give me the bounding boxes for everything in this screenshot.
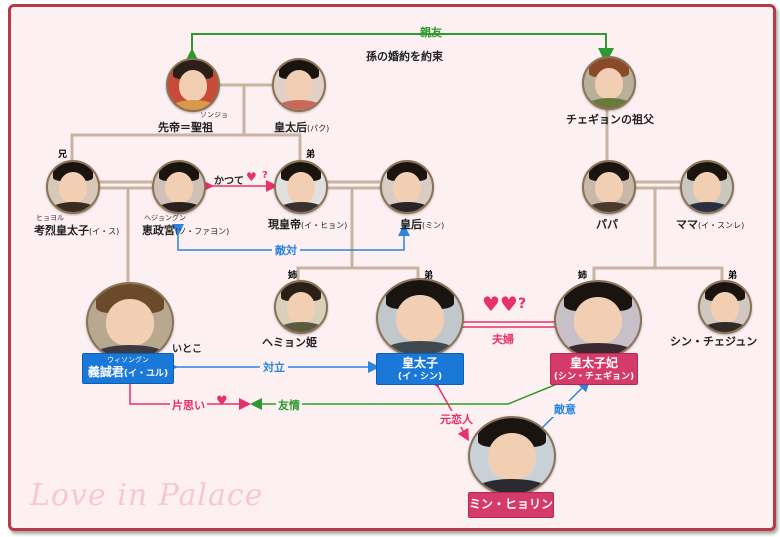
emperor-name: 現皇帝(イ・ヒョン) [268, 218, 348, 231]
once-question-mark: ? [262, 170, 268, 181]
late-prince-portrait [46, 160, 100, 214]
older-brother-label: 兄 [58, 150, 68, 160]
grand-empress-portrait [272, 58, 326, 112]
hyejeong-name: 恵政宮(ソ・ファヨン) [142, 224, 230, 237]
heart-icon: ♥ [216, 394, 228, 409]
younger-brother-label: 弟 [306, 150, 316, 160]
yul-name-box[interactable]: ウィソングン 義誠君(イ・ユル) [82, 353, 174, 384]
emperor-portrait [274, 160, 328, 214]
best-friend-arrow [184, 33, 614, 64]
grand-empress-name: 皇太后(パク) [274, 121, 330, 134]
mama-name: ママ(イ・スンレ) [676, 218, 745, 231]
princess-sub: (シン・チェギョン) [553, 372, 635, 382]
shin-chaejun-name: シン・チェジュン [670, 335, 758, 348]
crown-prince-sub: (イ・シン) [397, 372, 443, 382]
papa-portrait [582, 160, 636, 214]
friendship-label: 友情 [276, 397, 302, 413]
hyemyeong-portrait [274, 280, 328, 334]
confrontation-label: 対立 [260, 359, 288, 375]
couple-question-mark: ? [518, 296, 527, 312]
shin-chaejun-portrait [698, 280, 752, 334]
yul-ruby: ウィソングン [107, 356, 149, 364]
crown-prince-name: 皇太子 [401, 356, 438, 370]
rival-label: 敵対 [272, 242, 300, 258]
ex-lover-arrow [427, 374, 469, 442]
empress-portrait [380, 160, 434, 214]
late-emperor-ruby: ソンジョ [200, 111, 228, 119]
late-prince-ruby: ヒョヨル [36, 214, 64, 222]
ex-lover-label: 元恋人 [438, 411, 475, 427]
grandfather-portrait [582, 56, 636, 110]
family-tree-lines [70, 83, 724, 285]
hyemyeong-name: ヘミョン姫 [262, 336, 317, 349]
heart-icon: ♥ [246, 170, 257, 184]
heart-icon: ♥♥ [482, 292, 518, 316]
yul-portrait [86, 282, 174, 362]
grandfather-name: チェギョンの祖父 [566, 113, 654, 126]
couple-label: 夫婦 [492, 333, 514, 346]
princess-portrait [554, 280, 642, 360]
princess-name-box[interactable]: 皇太子妃 (シン・チェギョン) [550, 353, 638, 385]
older-sister-label: 姉 [288, 271, 298, 281]
yul-name: 義誠君 [87, 365, 124, 379]
hyorin-name-box[interactable]: ミン・ヒョリン [468, 492, 554, 518]
hyorin-portrait [468, 416, 556, 496]
late-prince-name: 考烈皇太子(イ・ス) [34, 224, 120, 237]
yul-sub: (イ・ユル) [123, 369, 169, 379]
papa-name: パパ [596, 218, 618, 231]
empress-name: 皇后(ミン) [400, 218, 445, 231]
engagement-label: 孫の婚約を約束 [366, 50, 443, 63]
mama-portrait [680, 160, 734, 214]
late-emperor-name: 先帝＝聖祖 [158, 121, 213, 134]
princess-name: 皇太子妃 [569, 356, 618, 370]
friendship-arrow [250, 381, 563, 410]
younger-brother-label: 弟 [728, 271, 738, 281]
cousin-label: いとこ [172, 344, 202, 355]
watermark-text: Love in Palace [30, 478, 264, 513]
hostility-label: 敵意 [552, 401, 578, 417]
hyorin-name: ミン・ヒョリン [469, 497, 554, 511]
hyejeong-ruby: ヘジョングン [144, 214, 186, 222]
late-emperor-portrait [166, 58, 220, 112]
crown-prince-portrait [376, 278, 464, 358]
younger-brother-label: 弟 [424, 271, 434, 281]
unrequited-label: 片思い [170, 397, 207, 413]
older-sister-label: 姉 [578, 271, 588, 281]
once-label: かつて [214, 176, 244, 187]
crown-prince-name-box[interactable]: 皇太子 (イ・シン) [376, 353, 464, 385]
hyejeong-portrait [152, 160, 206, 214]
best-friend-label: 親友 [420, 26, 442, 39]
